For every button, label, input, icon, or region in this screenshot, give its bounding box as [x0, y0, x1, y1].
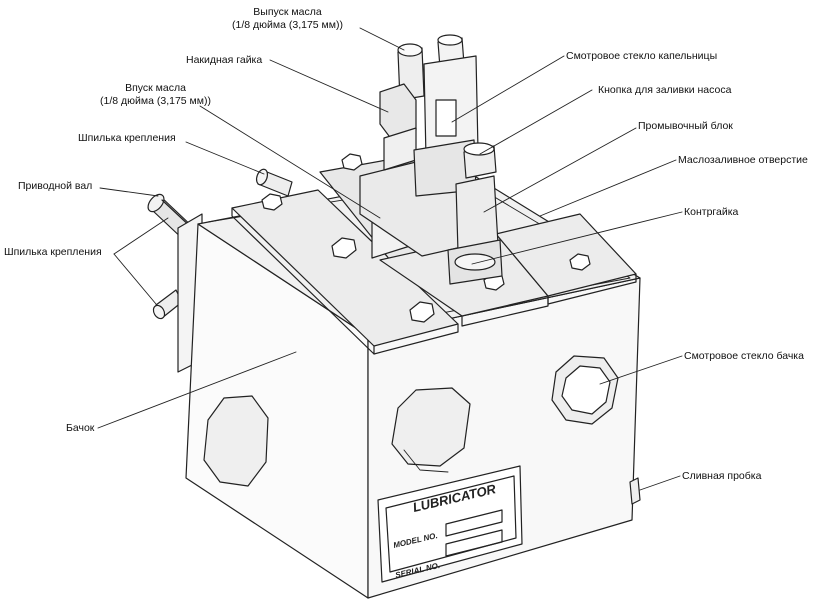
top-bolts: [261, 153, 591, 323]
label-reservoir: Бачок: [66, 422, 95, 434]
label-drain-plug: Сливная пробка: [682, 470, 762, 482]
leader-lines: [97, 27, 683, 491]
label-oil-outlet-line1: Выпуск масла: [253, 6, 322, 18]
mounting-stud-left: [152, 289, 183, 320]
label-oil-fill-hole: Маслозаливное отверстие: [678, 154, 808, 166]
label-oil-outlet-line2: (1/8 дюйма (3,175 мм)): [232, 19, 343, 31]
label-drive-shaft: Приводной вал: [18, 180, 93, 192]
label-reservoir-sight-glass: Смотровое стекло бачка: [684, 350, 804, 362]
flush-block: [447, 175, 503, 285]
front-hex-plug: [391, 387, 471, 467]
label-oil-outlet: Выпуск масла (1/8 дюйма (3,175 мм)): [232, 6, 343, 32]
label-oil-inlet: Впуск масла (1/8 дюйма (3,175 мм)): [100, 82, 211, 108]
label-pump-prime-button: Кнопка для заливки насоса: [598, 84, 732, 96]
label-locknut: Контргайка: [684, 206, 739, 218]
nameplate: [377, 465, 523, 583]
drain-plug: [629, 477, 641, 505]
label-oil-inlet-line2: (1/8 дюйма (3,175 мм)): [100, 95, 211, 107]
reservoir-sight-glass: [551, 355, 619, 425]
pump-prime-button: [463, 142, 497, 179]
drip-sight-glass: [413, 34, 479, 197]
label-oil-inlet-line1: Впуск масла: [125, 82, 186, 94]
label-mounting-stud-top: Шпилька крепления: [78, 132, 176, 144]
label-flush-block: Промывочный блок: [638, 120, 733, 132]
label-union-nut: Накидная гайка: [186, 54, 263, 66]
label-mounting-stud-left: Шпилька крепления: [4, 246, 102, 258]
left-hex-plug: [203, 395, 269, 487]
label-drip-sight-glass: Смотровое стекло капельницы: [566, 50, 718, 62]
